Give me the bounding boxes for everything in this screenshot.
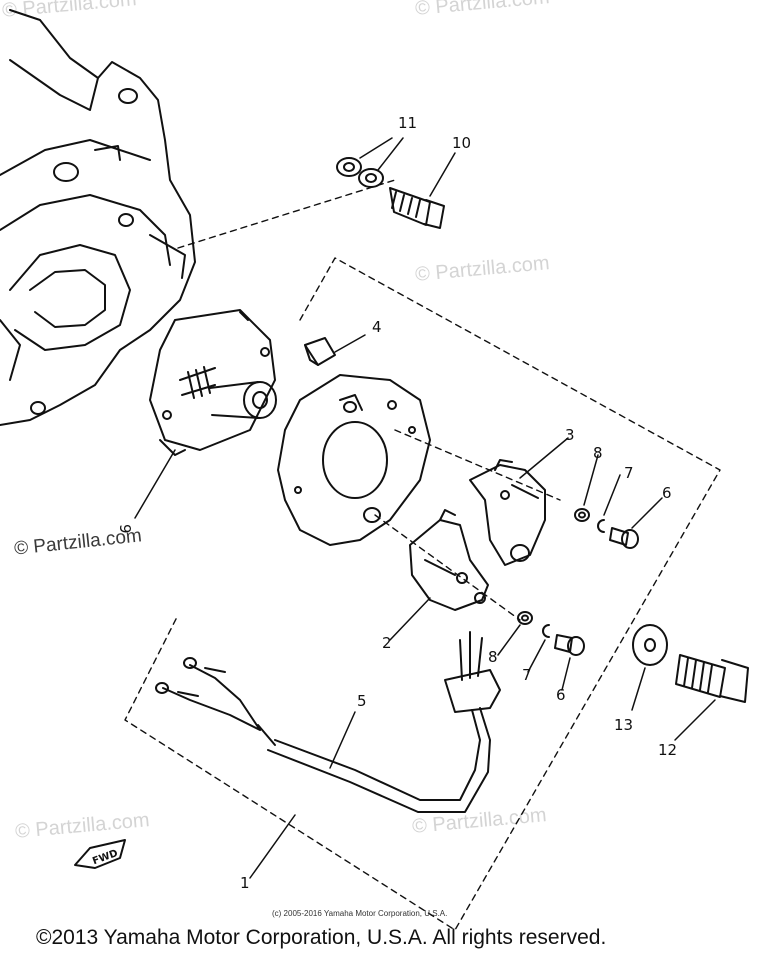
fwd-arrow [74,839,126,869]
leader-2 [389,597,431,641]
callout-1: 1 [240,874,250,892]
leader-1 [249,814,296,879]
leader-6-upper [631,497,663,529]
callout-10: 10 [452,134,471,152]
callout-7-lower: 7 [522,666,532,684]
leader-3 [519,437,569,479]
screw-6-upper [609,527,639,549]
washer-11-b [358,168,384,188]
callout-8-lower: 8 [488,648,498,666]
clip-7-lower [542,624,550,638]
callout-9: 9 [116,524,134,534]
callout-8-upper: 8 [593,444,603,462]
bolt-12 [675,654,749,703]
bolt-10 [389,187,445,229]
leader-6-lower [561,657,571,691]
leader-8-upper [583,454,599,506]
callout-2: 2 [382,634,392,652]
dashed-outline [124,257,721,931]
crankcase-housing [0,9,196,426]
breaker-base-plate [277,374,431,546]
washer-8-upper [574,508,590,522]
callout-5: 5 [357,692,367,710]
contact-breaker-2 [409,509,489,611]
dashed-leader-bolt [177,179,396,249]
leader-5 [329,711,356,769]
callout-7-upper: 7 [624,464,634,482]
plate-washer-13 [632,624,668,666]
callout-4: 4 [372,318,382,336]
leader-10 [429,152,456,197]
small-copyright-notice: (c) 2005-2016 Yamaha Motor Corporation, … [272,909,448,918]
leader-7-upper [603,474,621,516]
leader-8-lower [497,624,521,656]
dashed-axis-lower [374,514,521,621]
governor-assembly [149,309,277,456]
callout-6-lower: 6 [556,686,566,704]
callout-12: 12 [658,741,677,759]
leader-9 [134,449,176,519]
screw-6-lower [554,634,585,656]
clip-7-upper [597,519,605,533]
callout-13: 13 [614,716,633,734]
leader-12 [674,699,716,741]
felt-4 [304,337,336,366]
washer-11-a [336,157,362,177]
copyright-notice: ©2013 Yamaha Motor Corporation, U.S.A. A… [36,926,607,949]
callout-3: 3 [565,426,575,444]
leader-11 [359,137,404,171]
contact-breaker-3 [469,459,546,566]
lead-wire-assembly [155,631,501,813]
dashed-axis-upper [394,429,561,501]
leader-4 [334,334,366,353]
callout-6-upper: 6 [662,484,672,502]
washer-8-lower [517,611,533,625]
leader-13 [631,667,646,711]
leader-7-lower [527,639,546,673]
callout-11: 11 [398,114,417,132]
